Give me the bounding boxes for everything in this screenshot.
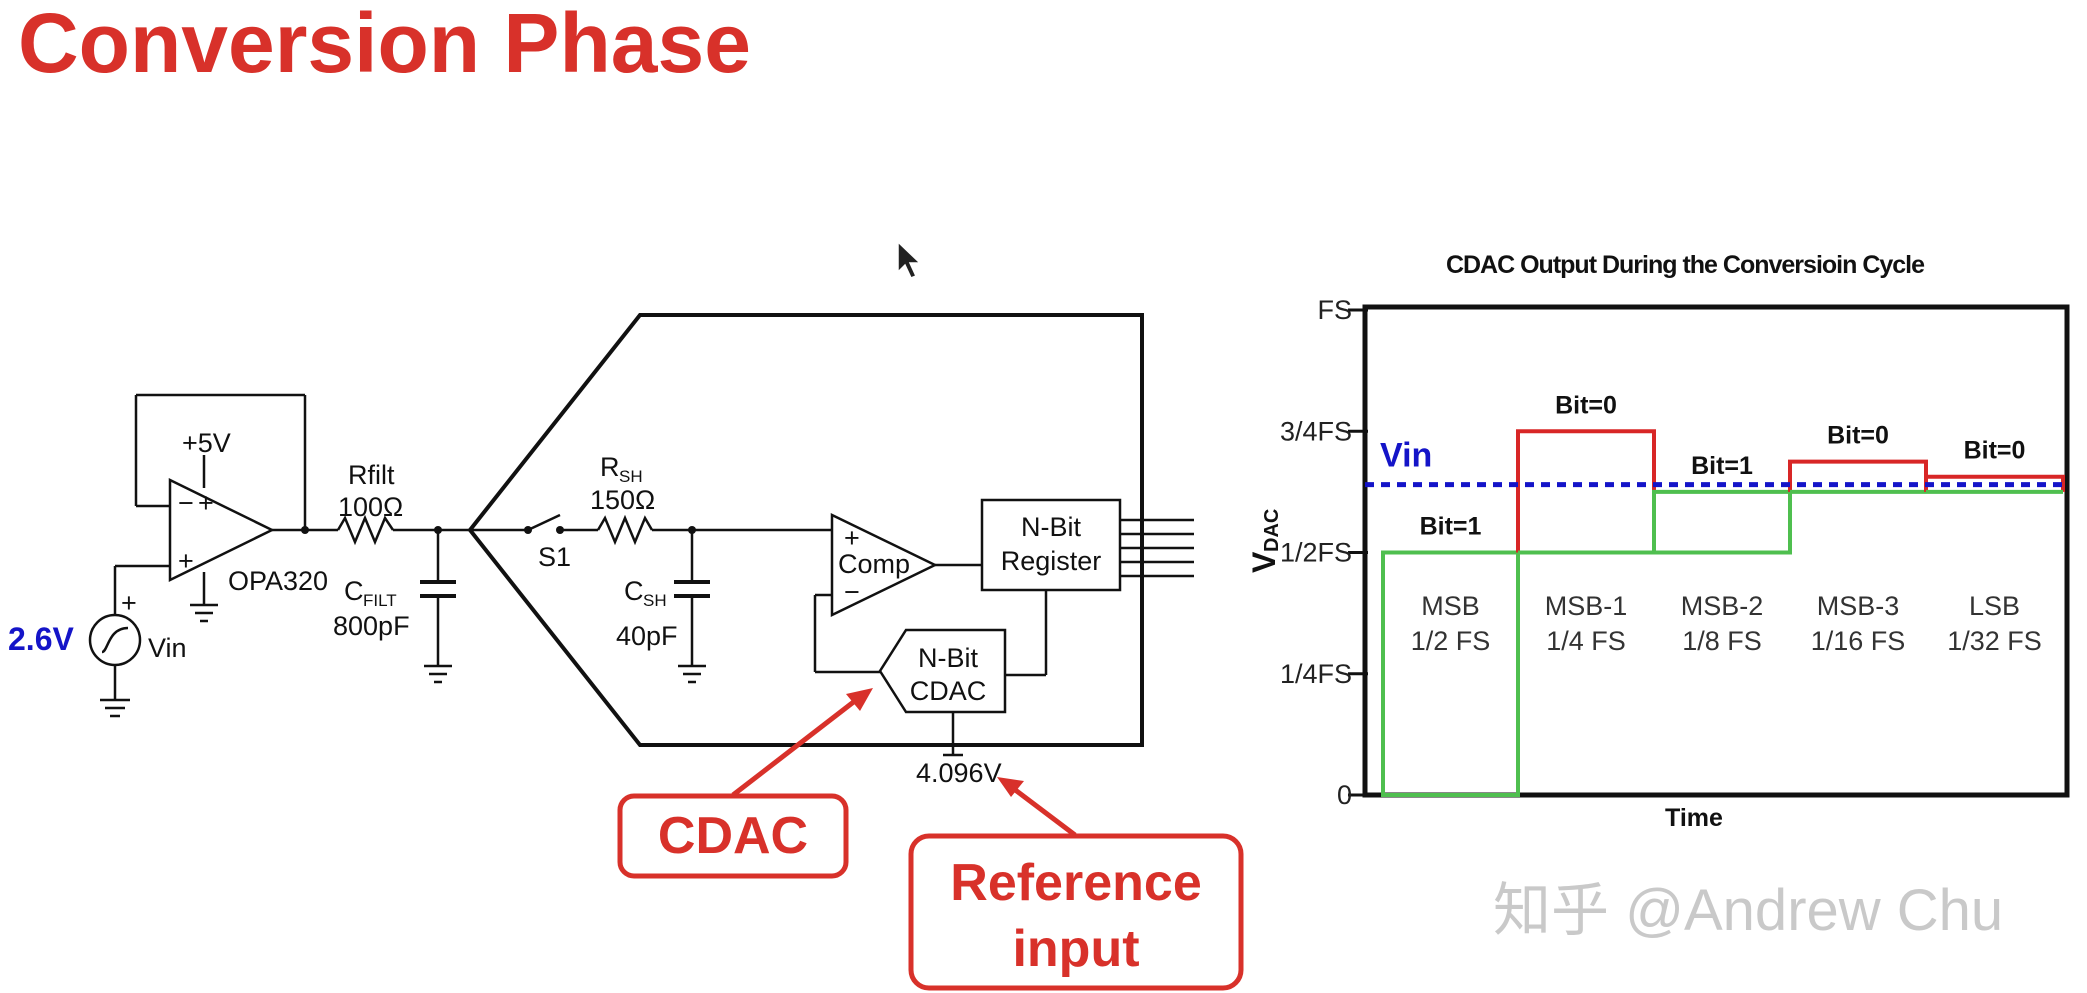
voltage-source <box>88 566 142 718</box>
chart-title: CDAC Output During the Conversioin Cycle <box>1446 251 1925 279</box>
reference-callout-line2: input <box>1012 920 1139 978</box>
cfilt-prefix: C <box>344 576 364 606</box>
rfilt-value: 100Ω <box>338 492 403 522</box>
y-axis: 0 1/4FS 1/2FS 3/4FS FS <box>1280 295 1368 810</box>
adc-housing <box>467 313 1144 747</box>
opamp-minus: − <box>178 488 194 518</box>
rsh-resistor <box>596 514 654 546</box>
rsh-prefix: R <box>600 452 620 482</box>
accepted-step-trace <box>1652 489 1792 555</box>
nbit-cdac <box>878 628 1007 714</box>
reference-callout: Reference input <box>908 777 1244 991</box>
bit-label: Bit=0 <box>1827 422 1889 450</box>
circuit-diagram: + 2.6V Vin − + + +5V OPA320 Rfi <box>8 313 1194 788</box>
cdac-line2: CDAC <box>910 676 987 706</box>
mouse-cursor-icon <box>897 240 922 279</box>
rsh-value: 150Ω <box>590 485 655 515</box>
bit-label: Bit=1 <box>1691 452 1753 480</box>
rfilt-name: Rfilt <box>348 460 395 490</box>
source-name: Vin <box>148 633 187 663</box>
cdac-traces <box>1381 429 2065 797</box>
cdac-output-chart: CDAC Output During the Conversioin Cycle… <box>1246 251 2070 832</box>
bit-label: Bit=0 <box>1964 437 2026 465</box>
csh-capacitor <box>674 530 710 684</box>
vin-line-label: Vin <box>1380 437 1432 475</box>
step-name: LSB <box>1969 591 2020 621</box>
source-voltage: 2.6V <box>8 621 74 657</box>
register-line2: Register <box>1001 546 1102 576</box>
vin-reference: Vin <box>1365 437 2067 488</box>
s1-switch <box>527 513 561 532</box>
opamp <box>134 393 307 623</box>
ground-icon <box>100 698 130 718</box>
y-tick-label: FS <box>1317 295 1352 325</box>
step-labels: MSB 1/2 FS MSB-1 1/4 FS MSB-2 1/8 FS MSB-3 1/16… <box>1411 591 2042 656</box>
cfilt-sub: FILT <box>363 591 397 610</box>
cdac-callout: CDAC <box>617 688 873 879</box>
rsh-sub: SH <box>619 467 643 486</box>
y-tick-label: 1/2FS <box>1280 538 1352 568</box>
step-weight: 1/2 FS <box>1411 626 1491 656</box>
opamp-plus-top: + <box>198 488 214 518</box>
watermark: 知乎 @Andrew Chu <box>1493 878 2003 943</box>
y-axis-label: V DAC <box>1246 509 1283 573</box>
csh-prefix: C <box>624 576 644 606</box>
step-name: MSB-3 <box>1817 591 1900 621</box>
reference-voltage: 4.096V <box>916 758 1002 788</box>
opamp-name: OPA320 <box>228 566 328 596</box>
nbit-register <box>980 498 1122 592</box>
cfilt-capacitor <box>420 530 456 684</box>
bit-label: Bit=1 <box>1420 513 1482 541</box>
step-name: MSB <box>1421 591 1480 621</box>
reference-callout-line1: Reference <box>950 854 1201 912</box>
x-axis-label: Time <box>1665 804 1723 832</box>
cdac-line1: N-Bit <box>918 643 978 673</box>
register-output-bus <box>1120 518 1194 578</box>
step-weight: 1/32 FS <box>1947 626 2042 656</box>
source-plus-sign: + <box>121 588 137 618</box>
step-weight: 1/4 FS <box>1546 626 1626 656</box>
comparator <box>830 513 938 617</box>
s1-label: S1 <box>538 542 571 572</box>
ylabel-sub: DAC <box>1261 509 1283 552</box>
supply-label: +5V <box>182 428 231 458</box>
step-name: MSB-1 <box>1545 591 1628 621</box>
comp-plus: + <box>844 523 860 553</box>
accepted-step-trace <box>1381 550 1520 797</box>
cdac-callout-text: CDAC <box>658 807 808 865</box>
step-weight: 1/16 FS <box>1811 626 1906 656</box>
ground-icon <box>190 603 218 623</box>
y-tick-label: 0 <box>1337 780 1352 810</box>
y-tick-label: 3/4FS <box>1280 416 1352 446</box>
opamp-plus: + <box>178 546 194 576</box>
cfilt-value: 800pF <box>333 611 410 641</box>
rfilt-resistor <box>336 514 395 546</box>
bit-label: Bit=0 <box>1555 391 1617 419</box>
csh-value: 40pF <box>616 621 678 651</box>
rejected-step-trace <box>1788 459 1928 492</box>
step-name: MSB-2 <box>1681 591 1764 621</box>
comp-minus: − <box>844 577 860 607</box>
page-title: Conversion Phase <box>18 0 751 90</box>
rejected-step-trace <box>1516 429 1656 553</box>
csh-sub: SH <box>643 591 667 610</box>
register-line1: N-Bit <box>1021 512 1081 542</box>
y-tick-label: 1/4FS <box>1280 659 1352 689</box>
step-weight: 1/8 FS <box>1682 626 1762 656</box>
ylabel-main: V <box>1246 551 1282 573</box>
comp-label: Comp <box>838 549 910 579</box>
